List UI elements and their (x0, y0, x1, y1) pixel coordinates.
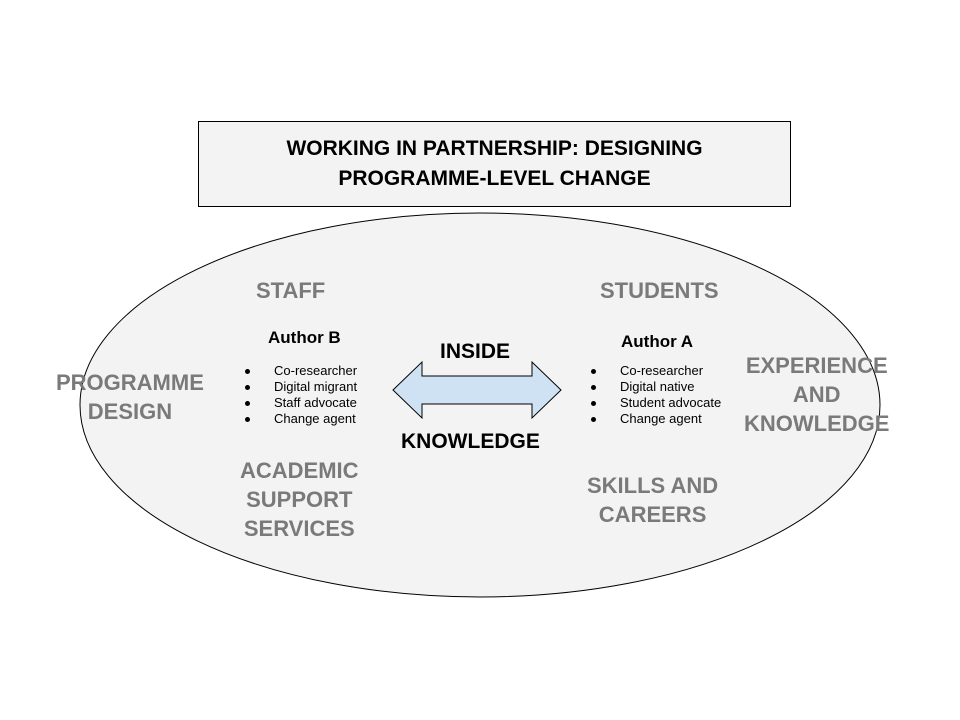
students-heading: STUDENTS (600, 278, 719, 303)
student-role-item: Student advocate (588, 395, 721, 411)
student-role-item: Co-researcher (588, 363, 721, 379)
skills-careers-label: SKILLS AND CAREERS (587, 473, 719, 527)
partnership-ellipse (79, 212, 881, 598)
staff-role-item: Digital migrant (242, 379, 357, 395)
programme-design-label: PROGRAMME DESIGN (56, 370, 204, 424)
title-line-1: WORKING IN PARTNERSHIP: DESIGNING (286, 137, 703, 160)
staff-role-item: Co-researcher (242, 363, 357, 379)
staff-role-item: Staff advocate (242, 395, 357, 411)
staff-role-item: Change agent (242, 411, 357, 427)
staff-heading: STAFF (256, 278, 326, 303)
inside-label: INSIDE (440, 340, 511, 363)
knowledge-label: KNOWLEDGE (401, 430, 540, 453)
diagram-title-box: WORKING IN PARTNERSHIP: DESIGNING PROGRA… (198, 121, 791, 207)
author-a-label: Author A (621, 332, 694, 351)
academic-support-label: ACADEMIC SUPPORT SERVICES (240, 458, 359, 541)
title-line-2: PROGRAMME-LEVEL CHANGE (338, 167, 651, 190)
author-b-label: Author B (268, 328, 341, 347)
experience-knowledge-label: EXPERIENCE AND KNOWLEDGE (744, 353, 890, 436)
student-role-list: Co-researcher Digital native Student adv… (588, 363, 721, 427)
student-role-item: Change agent (588, 411, 721, 427)
student-role-item: Digital native (588, 379, 721, 395)
staff-role-list: Co-researcher Digital migrant Staff advo… (242, 363, 357, 427)
double-arrow (392, 360, 562, 420)
